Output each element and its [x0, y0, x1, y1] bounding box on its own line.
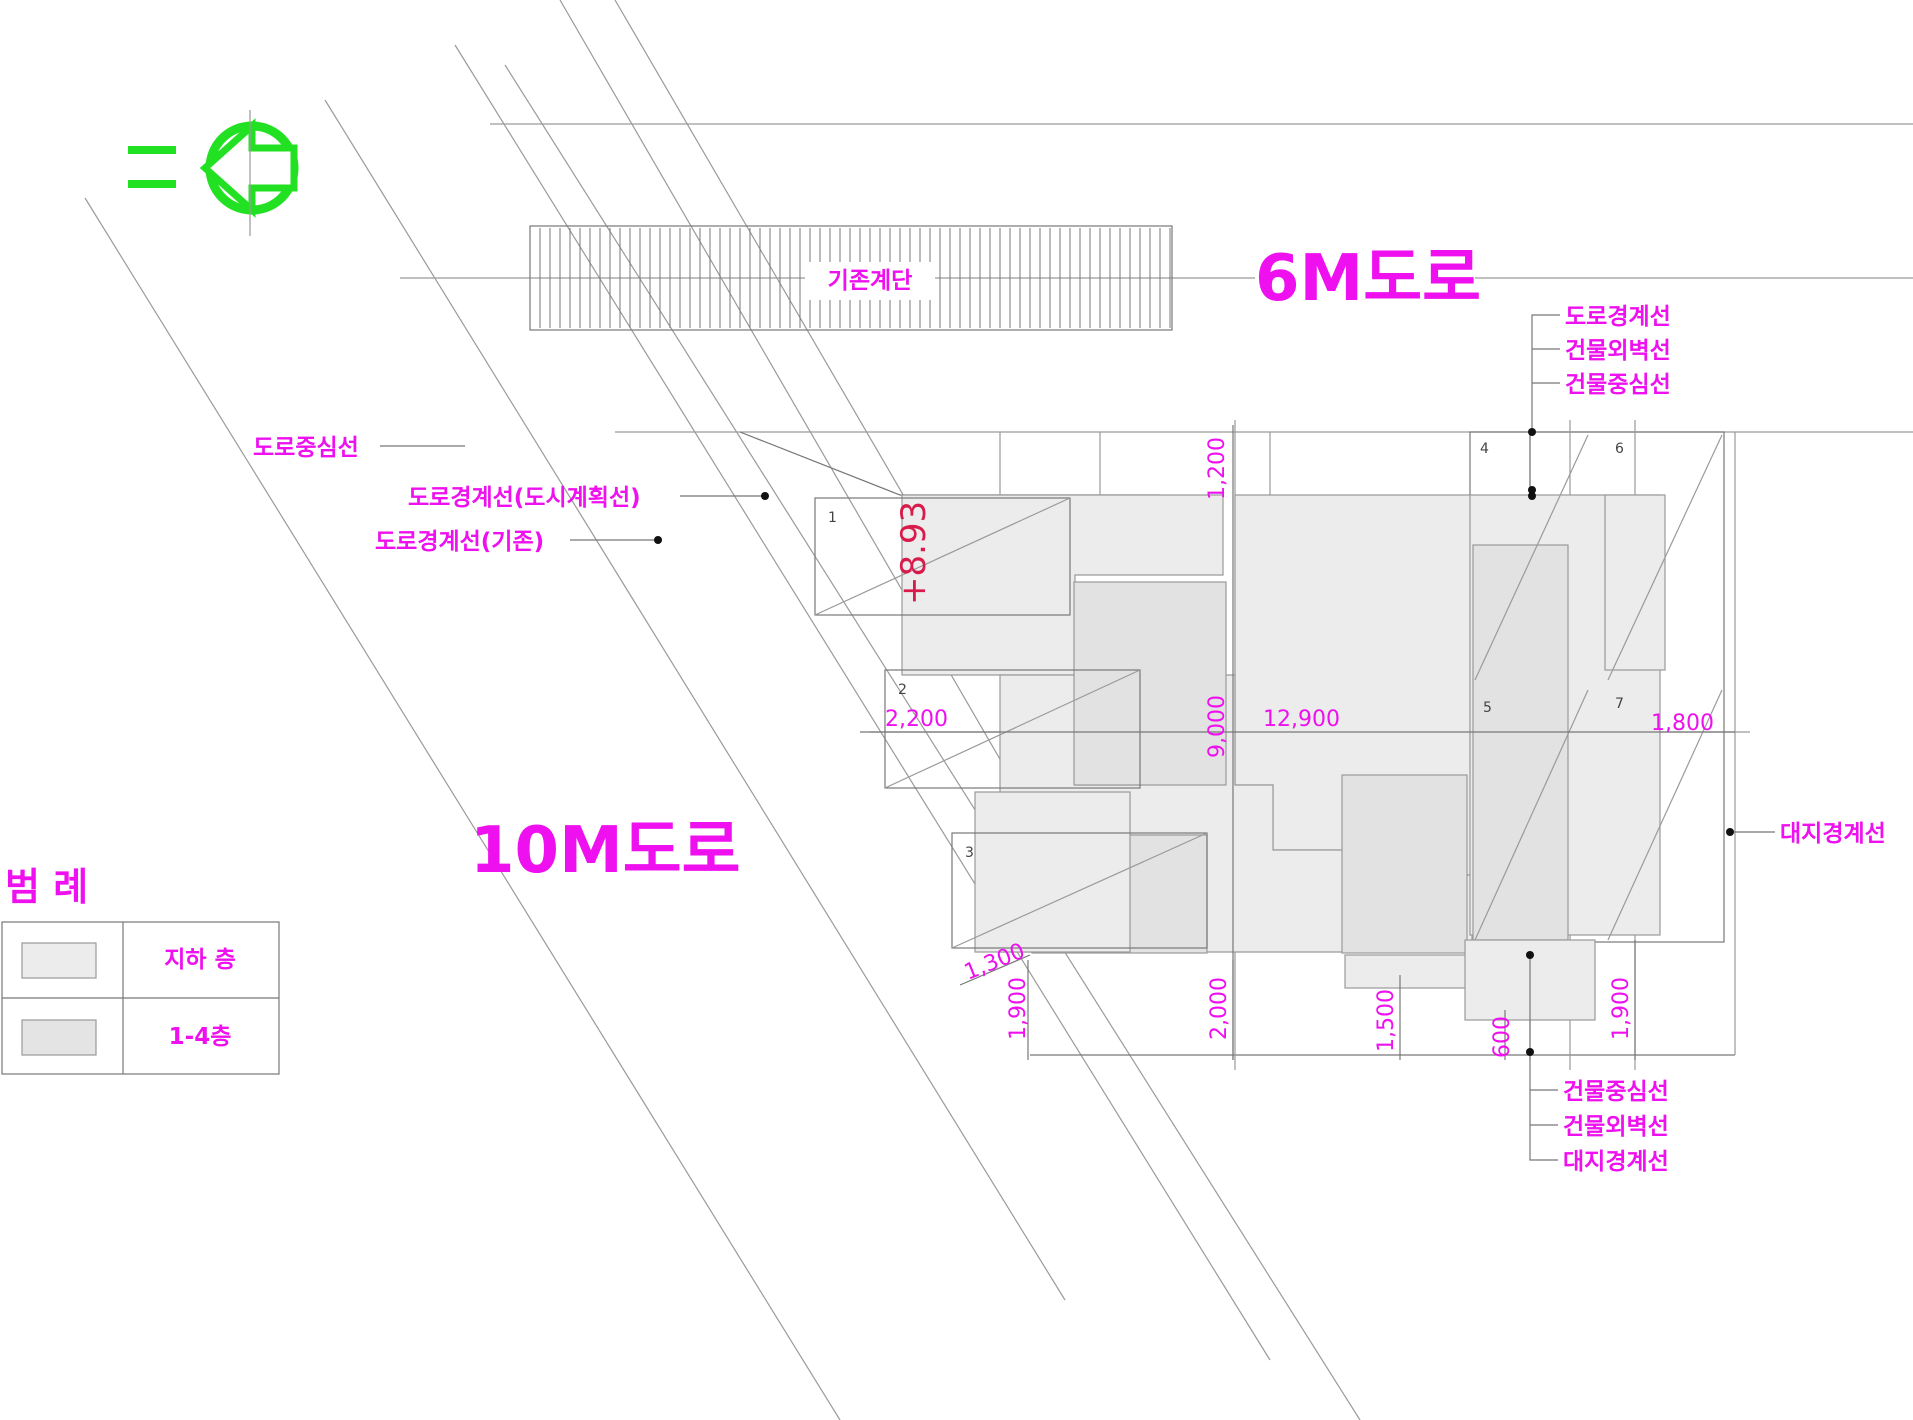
building-footprint [901, 494, 1666, 1021]
dim-2000: 2,000 [1207, 977, 1232, 1040]
dim-1800: 1,800 [1651, 711, 1714, 736]
legend-label-basement: 지하 층 [164, 947, 236, 973]
unit-number-6: 6 [1615, 441, 1624, 457]
callout-site-boundary-right: 대지경계선 [1780, 821, 1886, 847]
existing-stair: 기존계단 [529, 225, 1173, 331]
callout-site-boundary-bottom: 대지경계선 [1563, 1149, 1669, 1175]
dim-1500: 1,500 [1374, 989, 1399, 1052]
dim-1900-left: 1,900 [1006, 977, 1031, 1040]
leader-lines [380, 314, 1775, 1161]
legend: 범 례 지하 층 1-4층 [1, 865, 280, 1075]
dim-1200: 1,200 [1205, 437, 1230, 500]
north-arrow-icon [128, 110, 299, 236]
unit-number-7: 7 [1615, 696, 1624, 712]
dim-600: 600 [1490, 1016, 1515, 1058]
road-6m-label: 6M도로 [1255, 242, 1481, 316]
unit-number-5: 5 [1483, 700, 1492, 716]
dim-12900: 12,900 [1263, 707, 1340, 732]
callout-road-boundary: 도로경계선 [1565, 304, 1671, 330]
unit-number-3: 3 [965, 845, 974, 861]
legend-swatch-basement [21, 942, 97, 979]
callout-building-outer-wall-bottom: 건물외벽선 [1563, 1114, 1669, 1140]
road-10m-label: 10M도로 [470, 814, 741, 888]
dim-2200: 2,200 [885, 707, 948, 732]
road-6m-lines [400, 123, 1913, 433]
callout-building-center: 건물중심선 [1565, 372, 1671, 398]
legend-title: 범 례 [5, 865, 88, 909]
callout-road-center: 도로중심선 [253, 435, 359, 461]
dimension-lines [860, 425, 1735, 1060]
callout-building-outer-wall: 건물외벽선 [1565, 338, 1671, 364]
unit-number-1: 1 [828, 510, 837, 526]
legend-label-floors: 1-4층 [169, 1024, 232, 1050]
legend-swatch-floors [21, 1019, 97, 1056]
unit-number-4: 4 [1480, 441, 1489, 457]
elevation-mark: +8.93 [894, 501, 934, 605]
callout-building-center-bottom: 건물중심선 [1563, 1079, 1669, 1105]
unit-number-2: 2 [898, 682, 907, 698]
stair-label: 기존계단 [828, 268, 913, 294]
callout-road-boundary-existing: 도로경계선(기존) [375, 529, 544, 555]
dim-9000: 9,000 [1205, 695, 1230, 758]
road-10m-lines [84, 0, 1361, 1420]
callout-road-boundary-city: 도로경계선(도시계획선) [408, 485, 641, 511]
dim-1900-right: 1,900 [1609, 977, 1634, 1040]
